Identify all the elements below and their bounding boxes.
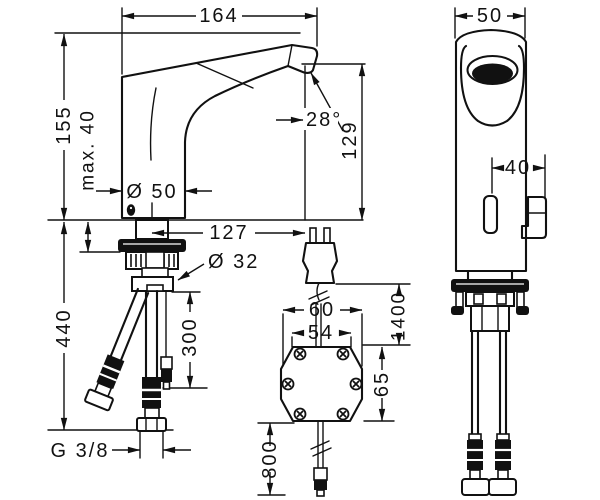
spout-outlet-ring <box>466 55 519 85</box>
dim-thread-size: G 3/8 <box>51 440 191 462</box>
sensor-window-front <box>482 194 499 235</box>
dim-hose-length: 440 <box>53 221 75 431</box>
dim-54-label: 54 <box>308 322 334 344</box>
dim-1400-label: 1400 <box>389 291 410 341</box>
mounting-hardware-side <box>118 219 186 292</box>
dim-164-label: 164 <box>199 5 238 27</box>
dim-front-width: 50 <box>454 5 526 27</box>
dim-body-height: 155 <box>53 33 75 221</box>
dim-50-label: 50 <box>477 5 503 27</box>
dim-65-label: 65 <box>371 371 393 397</box>
box-screws <box>281 347 363 421</box>
dim-spout-projection: 127 <box>151 222 306 244</box>
supply-hose-angled <box>84 287 150 412</box>
supply-hoses-front <box>461 329 517 496</box>
dim-spray-angle: 28° <box>276 72 344 132</box>
dim-plug-cable: 1400 <box>389 283 410 346</box>
dim-outlet-height: 129 <box>339 63 366 221</box>
dim-handle-offset: 40 <box>491 157 546 179</box>
dim-body-diameter: Ø 50 <box>96 181 212 203</box>
dim-sensor-cable: 300 <box>179 291 201 389</box>
dim-box-inner-width: 54 <box>291 322 352 344</box>
dim-440-label: 440 <box>53 308 75 347</box>
dim-max40-label: max. 40 <box>78 109 99 191</box>
sensor-window-side <box>126 204 136 216</box>
sensor-cable-side <box>160 290 173 390</box>
dim-127-label: 127 <box>209 222 248 244</box>
dim-800-label: 800 <box>259 439 281 478</box>
control-box: 60 54 1400 65 800 <box>257 283 411 497</box>
dim-max-thickness: max. 40 <box>78 109 99 253</box>
dim-total-length: 164 <box>121 5 318 27</box>
escutcheon-gasket-front <box>451 279 529 292</box>
faucet-body-outline <box>120 43 319 220</box>
power-plug <box>301 227 339 348</box>
spout-outlet <box>472 63 513 84</box>
dim-shank-diameter: Ø 32 <box>177 251 259 281</box>
dim-129-label: 129 <box>339 120 361 159</box>
dim-d32-label: Ø 32 <box>208 251 259 273</box>
escutcheon-gasket <box>118 239 186 252</box>
dim-40-label: 40 <box>505 157 531 179</box>
outlet-cable <box>310 420 332 497</box>
dim-155-label: 155 <box>53 105 75 144</box>
dim-box-height: 65 <box>371 346 393 422</box>
temperature-handle <box>520 195 548 240</box>
dim-28deg-label: 28° <box>306 109 342 131</box>
dim-box-outer-width: 60 <box>282 299 363 321</box>
side-view-faucet: 164 155 max. 40 Ø 50 127 <box>47 5 366 462</box>
dim-60-label: 60 <box>309 299 335 321</box>
dim-300-label: 300 <box>179 317 201 356</box>
dim-d50-label: Ø 50 <box>126 181 177 203</box>
dim-g38-label: G 3/8 <box>51 440 110 462</box>
mounting-hardware-front <box>451 269 529 332</box>
dim-outlet-cable: 800 <box>259 422 281 496</box>
front-view-faucet: 50 40 <box>451 5 548 496</box>
supply-hose-straight <box>136 289 167 432</box>
